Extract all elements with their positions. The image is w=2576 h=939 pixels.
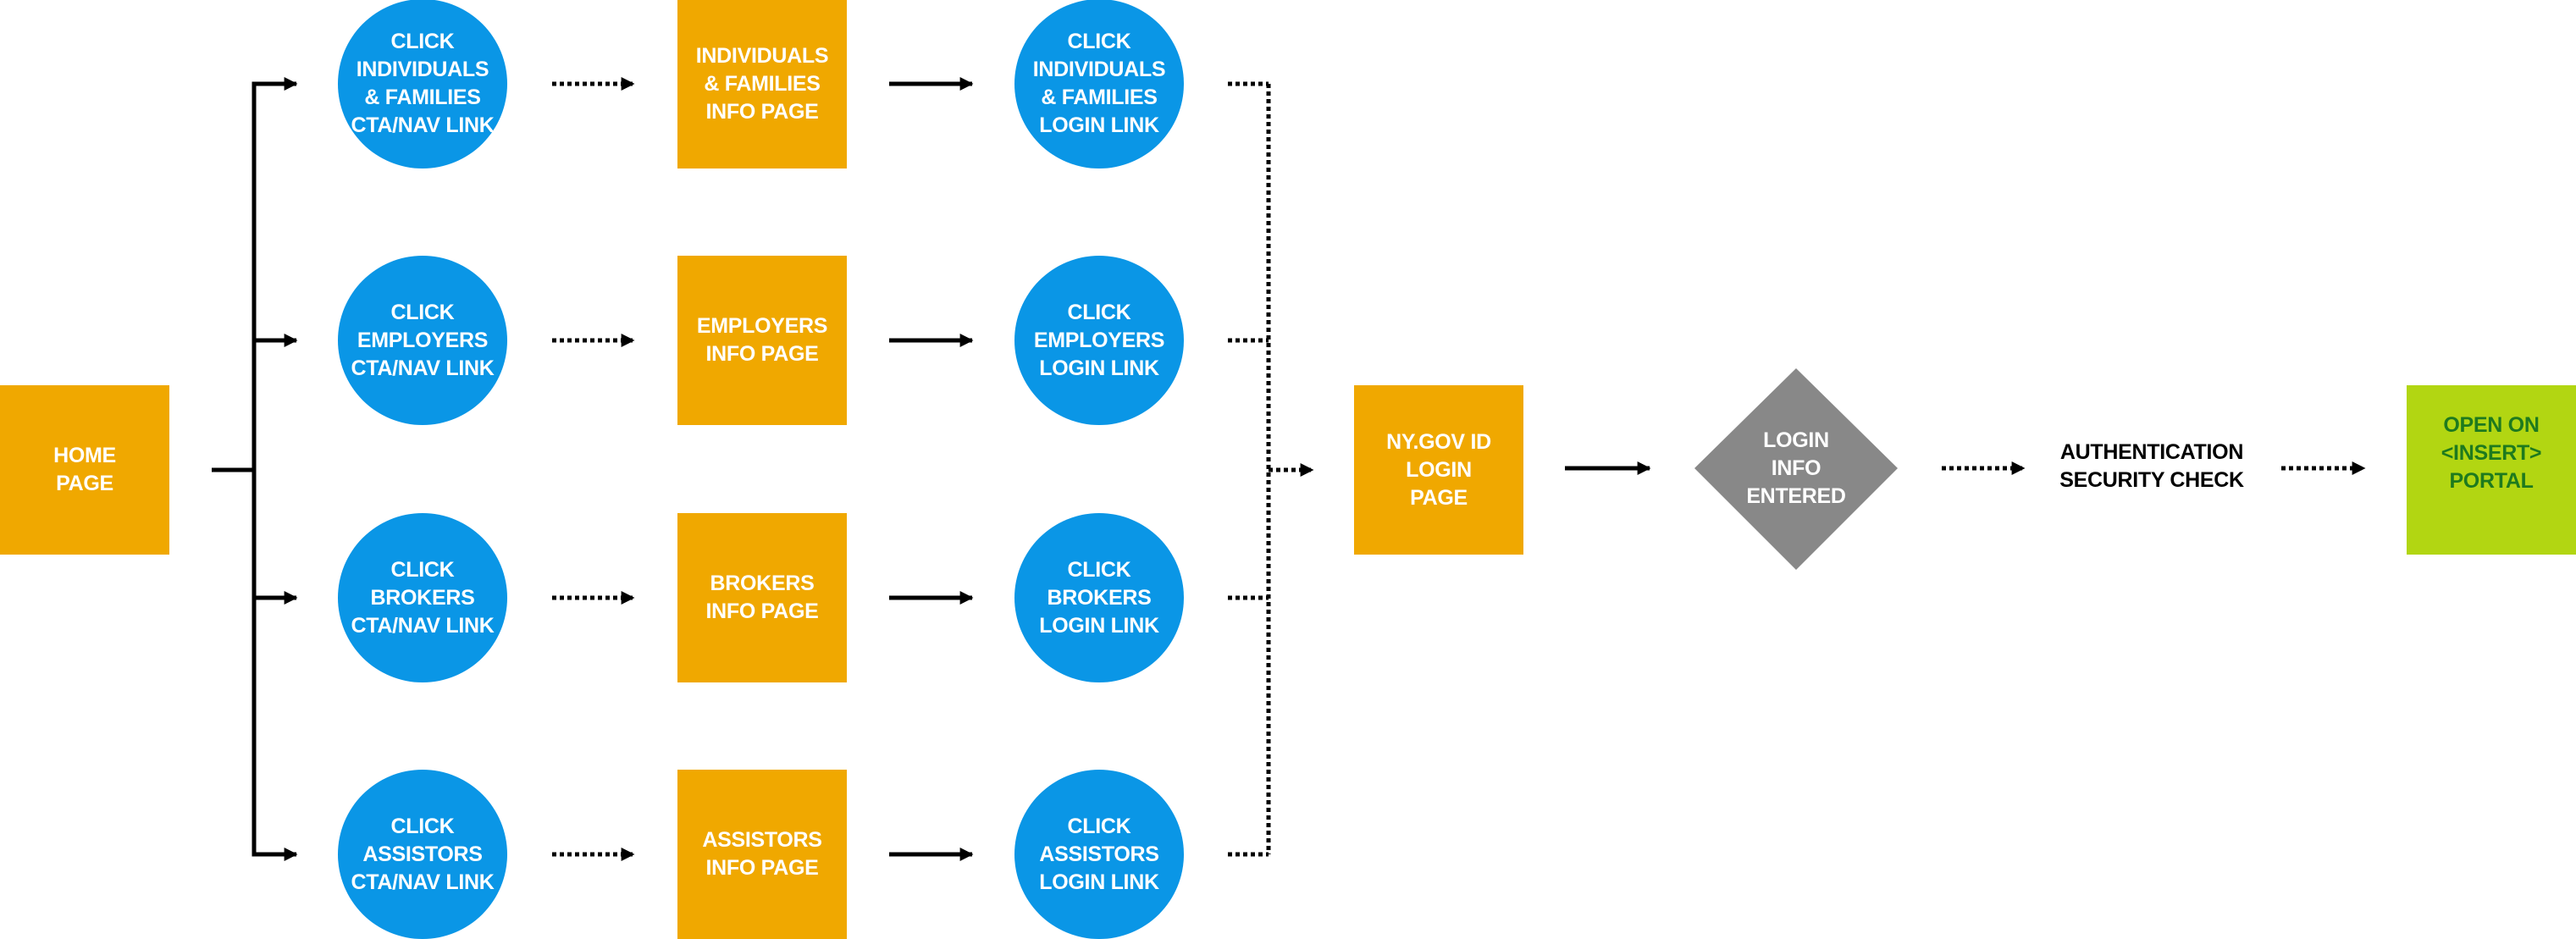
authentication-security-check-node-line: AUTHENTICATION [2059, 440, 2244, 464]
info-page-node-employers-line: EMPLOYERS [696, 314, 828, 338]
open-portal-node-line: PORTAL [2449, 468, 2534, 493]
open-portal-node-line: <INSERT> [2441, 440, 2542, 465]
login-info-entered-node[interactable]: LOGIN INFO ENTERED [1720, 384, 1872, 553]
login-node-employers-line: LOGIN LINK [1039, 356, 1159, 380]
cta-node-employers[interactable]: CLICK EMPLOYERS CTA/NAV LINK [338, 256, 507, 425]
cta-node-brokers-line: CTA/NAV LINK [351, 613, 495, 638]
cta-node-assistors-line: CLICK [390, 814, 455, 838]
cta-node-employers-line: CTA/NAV LINK [351, 356, 495, 380]
cta-circle-brokers [338, 513, 507, 682]
connectors [212, 76, 2366, 862]
login-node-assistors-line: LOGIN LINK [1039, 870, 1159, 894]
cta-node-assistors-line: CTA/NAV LINK [351, 870, 495, 894]
login-node-employers-line: CLICK [1067, 300, 1131, 324]
info-page-node-brokers-line: INFO PAGE [705, 599, 819, 623]
login-node-individuals-families-line: & FAMILIES [1041, 86, 1158, 109]
info-page-node-individuals-families[interactable]: INDIVIDUALS & FAMILIES INFO PAGE [677, 0, 847, 168]
login-node-brokers-line: LOGIN LINK [1039, 613, 1159, 638]
info-page-node-individuals-families-line: & FAMILIES [704, 71, 821, 96]
nygov-login-page-node-line: PAGE [1410, 485, 1468, 510]
login-node-brokers-line: BROKERS [1047, 585, 1152, 610]
login-node-brokers[interactable]: CLICK BROKERS LOGIN LINK [1014, 513, 1184, 682]
cta-node-individuals-families-line: INDIVIDUALS [356, 58, 489, 81]
nygov-login-page-node-line: LOGIN [1406, 457, 1472, 482]
info-page-node-employers-line: INFO PAGE [705, 342, 819, 366]
home-page-node[interactable]: HOME PAGE [0, 385, 169, 555]
info-page-box-assistors [677, 770, 847, 939]
login-info-entered-node-line: LOGIN [1763, 428, 1829, 452]
login-node-assistors-line: ASSISTORS [1039, 842, 1159, 866]
info-page-node-brokers-line: BROKERS [710, 572, 815, 595]
cta-node-individuals-families-line: CTA/NAV LINK [351, 113, 495, 137]
login-node-individuals-families-line: INDIVIDUALS [1032, 58, 1166, 81]
open-portal-node-line: OPEN ON [2443, 412, 2540, 437]
cta-node-employers-line: EMPLOYERS [357, 328, 489, 352]
info-page-node-brokers[interactable]: BROKERS INFO PAGE [677, 513, 847, 682]
info-page-node-assistors[interactable]: ASSISTORS INFO PAGE [677, 770, 847, 939]
cta-node-assistors-line: ASSISTORS [362, 842, 483, 866]
cta-node-employers-line: CLICK [390, 300, 455, 324]
home-page-node-line: PAGE [56, 472, 113, 495]
login-node-employers-line: EMPLOYERS [1033, 328, 1165, 352]
home-page-box [0, 385, 169, 555]
nygov-login-page-node[interactable]: NY.GOV ID LOGIN PAGE [1354, 385, 1523, 555]
cta-circle-employers [338, 256, 507, 425]
cta-node-individuals-families-line: CLICK [390, 30, 455, 53]
info-page-box-individuals-families [677, 0, 847, 168]
nygov-login-page-node-line: NY.GOV ID [1386, 429, 1491, 454]
open-portal-node[interactable]: OPEN ON <INSERT> PORTAL [2407, 394, 2576, 512]
login-circle-brokers [1014, 513, 1184, 682]
login-node-brokers-line: CLICK [1067, 557, 1131, 582]
authentication-security-check-node[interactable]: AUTHENTICATION SECURITY CHECK [2042, 416, 2262, 517]
login-node-employers[interactable]: CLICK EMPLOYERS LOGIN LINK [1014, 256, 1184, 425]
cta-node-brokers-line: BROKERS [370, 585, 475, 610]
cta-node-individuals-families-line: & FAMILIES [364, 86, 481, 109]
info-page-node-assistors-line: ASSISTORS [702, 828, 822, 852]
cta-circle-individuals-families [338, 0, 507, 168]
info-page-box-employers [677, 256, 847, 425]
cta-node-brokers-line: CLICK [390, 557, 455, 582]
login-info-decision-diamond [1694, 368, 1898, 570]
cta-node-brokers[interactable]: CLICK BROKERS CTA/NAV LINK [338, 513, 507, 682]
login-node-individuals-families[interactable]: CLICK INDIVIDUALS & FAMILIES LOGIN LINK [1014, 0, 1184, 168]
info-page-node-assistors-line: INFO PAGE [705, 856, 819, 880]
info-page-box-brokers [677, 513, 847, 682]
cta-node-individuals-families[interactable]: CLICK INDIVIDUALS & FAMILIES CTA/NAV LINK [338, 0, 507, 168]
login-info-entered-node-line: INFO [1771, 456, 1821, 480]
home-page-node-line: HOME [53, 444, 116, 467]
login-node-individuals-families-line: LOGIN LINK [1039, 113, 1159, 137]
login-circle-employers [1014, 256, 1184, 425]
cta-circle-assistors [338, 770, 507, 939]
login-node-assistors-line: CLICK [1067, 814, 1131, 838]
portal-box [2407, 385, 2576, 555]
nygov-login-page-box [1354, 385, 1523, 555]
login-circle-assistors [1014, 770, 1184, 939]
info-page-node-employers[interactable]: EMPLOYERS INFO PAGE [677, 256, 847, 425]
login-circle-individuals-families [1014, 0, 1184, 168]
login-node-individuals-families-line: CLICK [1067, 30, 1131, 53]
info-page-node-individuals-families-line: INFO PAGE [705, 99, 819, 124]
info-page-node-individuals-families-line: INDIVIDUALS [695, 43, 829, 68]
login-info-entered-node-line: ENTERED [1746, 483, 1846, 508]
login-node-assistors[interactable]: CLICK ASSISTORS LOGIN LINK [1014, 770, 1184, 939]
authentication-security-check-node-line: SECURITY CHECK [2059, 468, 2244, 492]
cta-node-assistors[interactable]: CLICK ASSISTORS CTA/NAV LINK [338, 770, 507, 939]
